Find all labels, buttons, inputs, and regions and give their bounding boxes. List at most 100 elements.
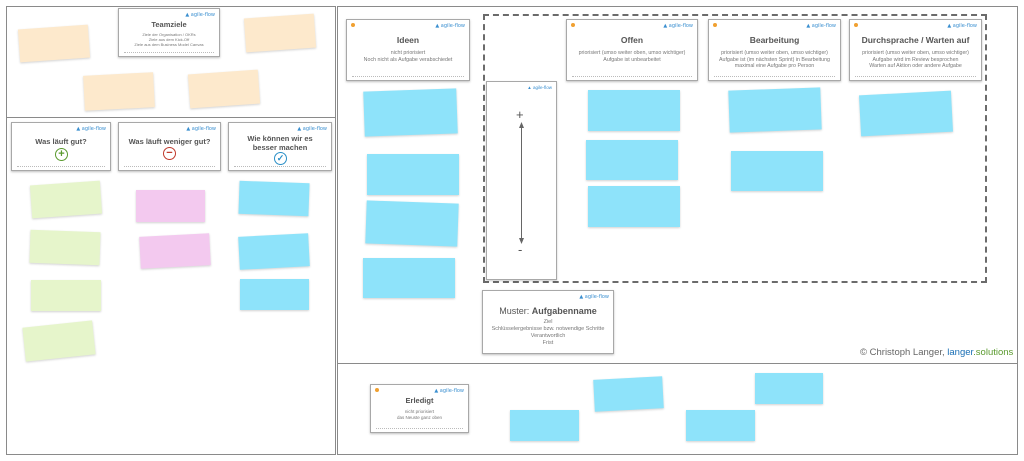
- column-title-bearbeitung: Bearbeitung: [749, 35, 800, 45]
- sticky-note[interactable]: [728, 87, 822, 133]
- sticky-note[interactable]: [510, 410, 579, 441]
- priority-dot-icon: [571, 23, 575, 27]
- sticky-note[interactable]: [83, 72, 155, 111]
- sticky-note[interactable]: [29, 180, 103, 219]
- card-footer: [572, 76, 692, 77]
- logo-icon: ▲ agile-flow: [527, 85, 552, 90]
- logo-icon: ▲ agile-flow: [579, 294, 609, 300]
- column-desc-line: priorisiert (umso weiter oben, umso wich…: [721, 50, 828, 56]
- sticky-note[interactable]: [240, 279, 309, 310]
- logo-icon: ▲ agile-flow: [663, 23, 693, 29]
- sticky-note[interactable]: [363, 258, 455, 298]
- column-desc-line: Noch nicht als Aufgabe verabschiedet: [363, 56, 453, 63]
- sticky-note[interactable]: [593, 376, 664, 412]
- card-footer: [352, 76, 464, 77]
- sticky-note[interactable]: [243, 13, 317, 53]
- retro-card-bad[interactable]: ▲ agile-flow Was läuft weniger gut? −: [118, 122, 221, 171]
- sticky-note[interactable]: [588, 90, 680, 131]
- column-title-ideen: Ideen: [396, 35, 420, 45]
- logo-icon: ▲ agile-flow: [435, 23, 465, 29]
- logo-icon: ▲ agile-flow: [186, 126, 216, 132]
- sticky-note[interactable]: [365, 200, 459, 247]
- sticky-note[interactable]: [29, 229, 101, 266]
- team-goals-title: Teamziele: [151, 20, 187, 29]
- template-line: Schlüsselergebnisse bzw. notwendige Schr…: [491, 325, 605, 332]
- column-desc-line: priorisiert (umso weiter oben, umso wich…: [862, 50, 969, 56]
- sticky-note[interactable]: [755, 373, 823, 404]
- logo-icon: ▲ agile-flow: [947, 23, 977, 29]
- column-card-ideen[interactable]: ▲ agile-flow Ideen nicht priorisiert Noc…: [346, 19, 470, 81]
- brand-solutions: .solutions: [973, 347, 1014, 358]
- column-desc-line: Aufgabe wird im Review besprochen: [872, 56, 959, 63]
- card-footer: [855, 76, 976, 77]
- template-title: Aufgabenname: [531, 306, 597, 316]
- sticky-note[interactable]: [731, 151, 823, 191]
- retro-card-good[interactable]: ▲ agile-flow Was läuft gut? +: [11, 122, 111, 171]
- team-goals-card[interactable]: ▲ agile-flow Teamziele Ziele der Organis…: [118, 8, 220, 57]
- column-title-durchsprache: Durchsprache / Warten auf: [861, 35, 970, 45]
- retro-good-title: Was läuft gut?: [35, 137, 87, 146]
- template-line: Verantwortlich: [530, 332, 566, 339]
- column-desc-line: maximal eine Aufgabe pro Person: [734, 63, 815, 70]
- column-desc-line: Aufgabe ist unbearbeitet: [603, 56, 661, 63]
- priority-plus-label: +: [516, 107, 524, 122]
- sticky-note[interactable]: [363, 88, 458, 137]
- retro-bad-title: Was läuft weniger gut?: [128, 137, 211, 146]
- column-card-erledigt[interactable]: ▲ agile-flow Erledigt nicht priorisiert …: [370, 384, 469, 433]
- sticky-note[interactable]: [187, 69, 261, 109]
- retro-card-better[interactable]: ▲ agile-flow Wie können wir es besser ma…: [228, 122, 332, 171]
- sprint-area-border: [483, 14, 987, 283]
- card-footer: [714, 76, 835, 77]
- column-desc-line: Aufgabe ist (im nächsten Sprint) in Bear…: [718, 56, 830, 63]
- sticky-note[interactable]: [31, 280, 101, 311]
- priority-dot-icon: [351, 23, 355, 27]
- card-footer: [124, 166, 215, 167]
- team-goals-line: Ziele aus dem Kick-Off: [148, 37, 190, 42]
- template-line: Frist: [542, 339, 554, 346]
- team-goals-line: Ziele der Organisation / OKRs: [142, 32, 196, 37]
- copyright-text: © Christoph Langer, langer.solutions: [860, 347, 1014, 358]
- template-card[interactable]: ▲ agile-flow Muster: Aufgabenname Ziel S…: [482, 290, 614, 354]
- column-desc-line: nicht priorisiert: [404, 409, 435, 414]
- card-footer: [124, 52, 214, 53]
- column-desc-line: nicht priorisiert: [390, 50, 426, 56]
- column-card-offen[interactable]: ▲ agile-flow Offen priorisiert (umso wei…: [566, 19, 698, 81]
- plus-icon: +: [55, 148, 68, 161]
- card-footer: [17, 166, 105, 167]
- template-line: Ziel: [543, 319, 553, 325]
- logo-icon: ▲ agile-flow: [434, 388, 464, 394]
- sticky-note[interactable]: [588, 186, 680, 227]
- check-icon: ✓: [274, 152, 287, 165]
- column-desc-line: das Neuste ganz oben: [396, 414, 443, 420]
- retro-better-title: Wie können wir es besser machen: [247, 134, 313, 153]
- column-card-durchsprache[interactable]: ▲ agile-flow Durchsprache / Warten auf p…: [849, 19, 982, 81]
- card-footer: [234, 166, 326, 167]
- column-title-erledigt: Erledigt: [405, 396, 434, 405]
- priority-minus-label: -: [518, 242, 523, 257]
- sticky-note[interactable]: [22, 320, 96, 362]
- template-prefix: Muster:: [499, 306, 532, 316]
- priority-scale-card: ▲ agile-flow + -: [486, 81, 557, 280]
- sticky-note[interactable]: [136, 190, 205, 222]
- team-goals-line: Ziele aus dem Business Model Canvas: [134, 42, 204, 47]
- sticky-note[interactable]: [586, 140, 678, 180]
- column-desc-line: priorisiert (umso weiter oben, umso wich…: [578, 50, 686, 56]
- brand-langer: langer: [947, 347, 974, 358]
- column-desc-line: Warten auf Aktion oder andere Aufgabe: [869, 63, 962, 70]
- sticky-note[interactable]: [367, 154, 459, 195]
- minus-icon: −: [163, 147, 176, 160]
- sticky-note[interactable]: [858, 90, 954, 137]
- priority-dot-icon: [713, 23, 717, 27]
- logo-icon: ▲ agile-flow: [806, 23, 836, 29]
- priority-dot-icon: [854, 23, 858, 27]
- sticky-note[interactable]: [139, 233, 211, 269]
- column-card-bearbeitung[interactable]: ▲ agile-flow Bearbeitung priorisiert (um…: [708, 19, 841, 81]
- sticky-note[interactable]: [238, 233, 310, 270]
- logo-icon: ▲ agile-flow: [76, 126, 106, 132]
- column-title-offen: Offen: [620, 35, 644, 45]
- sticky-note[interactable]: [17, 24, 91, 63]
- sticky-note[interactable]: [238, 180, 310, 217]
- logo-icon: ▲ agile-flow: [297, 126, 327, 132]
- card-footer: [376, 428, 463, 429]
- sticky-note[interactable]: [686, 410, 755, 441]
